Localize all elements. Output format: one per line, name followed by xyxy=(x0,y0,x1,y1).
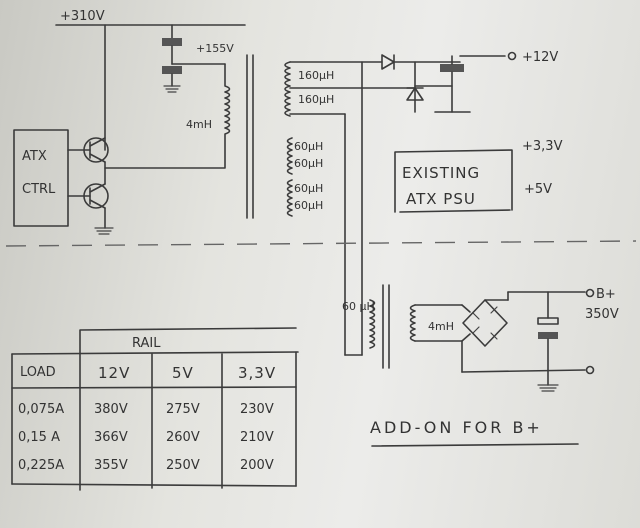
table-cell-2-3: 210V xyxy=(240,430,274,445)
table-group-header: RAIL xyxy=(132,336,161,351)
table-cell-3-1: 355V xyxy=(94,458,128,473)
addon-caption: ADD-ON FOR B+ xyxy=(370,418,543,437)
winding-60uh-b xyxy=(286,179,293,217)
label-addon-4mh: 4mH xyxy=(428,320,454,333)
section-divider xyxy=(5,240,637,247)
table-col-12v: 12V xyxy=(98,364,130,382)
addon-inductor-wires xyxy=(414,304,463,342)
table-load-2: 0,15 A xyxy=(18,430,60,445)
label-bplus: B+ xyxy=(596,287,616,302)
existing-label-2: ATX PSU xyxy=(406,190,476,208)
terminal-12v xyxy=(507,51,517,61)
addon-winding-60uh xyxy=(369,299,376,349)
atx-ctrl-box xyxy=(13,129,69,227)
existing-label-1: EXISTING xyxy=(402,164,480,182)
bridge-diodes xyxy=(472,306,498,340)
table-col-3v3: 3,3V xyxy=(238,364,276,382)
bridge-in-a xyxy=(461,304,471,313)
label-155v: +155V xyxy=(196,42,234,55)
ground-symbol-caps xyxy=(163,85,181,93)
label-60uh-3: 60µH xyxy=(294,182,323,195)
label-60uh-4: 60µH xyxy=(294,199,323,212)
table-header-rule xyxy=(11,386,297,389)
return-rail xyxy=(461,369,586,373)
label-4mh: 4mH xyxy=(186,118,212,131)
results-table: RAIL LOAD 12V 5V 3,3V 0,075A 380V 275V 2… xyxy=(11,327,299,491)
ctrl-label-2: CTRL xyxy=(22,182,56,197)
winding-60uh-a xyxy=(286,137,293,175)
bridge-in-b xyxy=(461,333,471,342)
existing-psu-box xyxy=(394,149,513,213)
capacitor-1 xyxy=(162,38,182,46)
table-cell-3-3: 200V xyxy=(240,458,274,473)
ctrl-label-1: ATX xyxy=(22,149,47,164)
table-cell-1-2: 275V xyxy=(166,402,200,417)
output-capacitor-12v xyxy=(440,64,464,72)
label-60uh-2: 60µH xyxy=(294,157,323,170)
filter-capacitor-bottom xyxy=(538,332,558,339)
table-bottom-border xyxy=(11,483,297,487)
addon-inductor-4mh xyxy=(409,304,416,342)
table-load-1: 0,075A xyxy=(18,402,64,417)
transistor-low-leads xyxy=(89,183,106,209)
addon-caption-underline xyxy=(371,443,579,447)
table-row-header: LOAD xyxy=(20,365,56,380)
label-3v3: +3,3V xyxy=(522,139,563,154)
label-160uh-1: 160µH xyxy=(298,69,334,82)
label-310v: +310V xyxy=(60,9,105,24)
label-12v: +12V xyxy=(522,50,558,65)
label-5v: +5V xyxy=(524,182,552,197)
bridge-rectifier xyxy=(462,299,508,347)
inductor-4mh xyxy=(104,63,231,169)
winding-160uh xyxy=(284,61,291,117)
table-group-frame xyxy=(79,327,297,491)
label-160uh-2: 160µH xyxy=(298,93,334,106)
table-col-5v: 5V xyxy=(172,364,194,382)
terminal-bplus xyxy=(585,288,595,298)
diode-lower xyxy=(406,87,424,101)
label-addon-60uh: 60 µH xyxy=(342,300,375,313)
label-60uh-1: 60µH xyxy=(294,140,323,153)
table-cell-1-1: 380V xyxy=(94,402,128,417)
capacitor-2 xyxy=(162,66,182,74)
table-cell-2-2: 260V xyxy=(166,430,200,445)
diode-top xyxy=(381,54,395,70)
table-cell-2-1: 366V xyxy=(94,430,128,445)
ground-symbol-transistors xyxy=(94,227,114,235)
filter-capacitor-top xyxy=(537,317,559,325)
terminal-return xyxy=(585,365,595,375)
transistor-high-leads xyxy=(89,137,106,163)
label-350v: 350V xyxy=(585,307,619,322)
table-cell-1-3: 230V xyxy=(240,402,274,417)
table-top-border xyxy=(11,351,299,355)
ground-symbol-addon xyxy=(537,384,559,392)
table-cell-3-2: 250V xyxy=(166,458,200,473)
table-load-3: 0,225A xyxy=(18,458,64,473)
